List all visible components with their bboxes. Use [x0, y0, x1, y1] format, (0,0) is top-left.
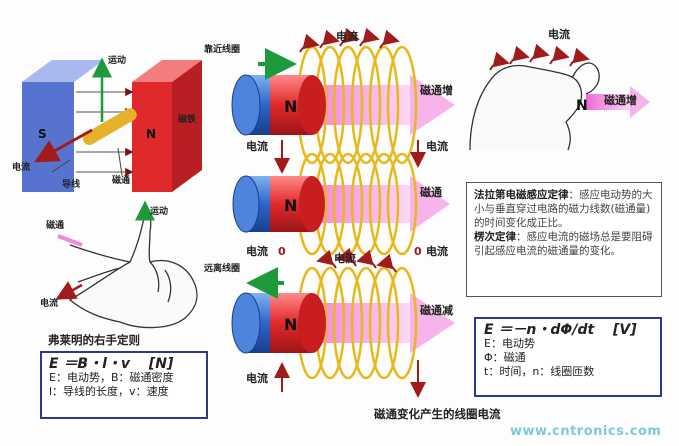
coil2-zero-right: 0 [414, 245, 422, 258]
coil1-current-left-label: 电流 [246, 139, 268, 153]
hand-current-label: 电流 [40, 297, 58, 309]
lenz-hand-drawing [469, 43, 650, 151]
hand-flux-arrow [57, 234, 83, 247]
formula-box-right: E ＝－n・dΦ/dt [V] E：电动势 Φ：磁通 t：时间，n：线圈匝数 [474, 317, 662, 397]
magnet-diagram [22, 57, 202, 192]
coil2-flux-label: 磁通 [420, 185, 442, 199]
formula-right-line4: t：时间，n：线圈匝数 [484, 365, 595, 378]
formula-right-line3: Φ：磁通 [484, 351, 526, 364]
south-pole-block [22, 82, 74, 192]
wire-label: 导线 [62, 178, 80, 190]
conductor-wire [82, 108, 137, 145]
coil2-current-left-label: 电流 [246, 244, 268, 258]
north-label: N [146, 127, 156, 141]
flux-static-arrow-head [410, 176, 450, 232]
lenz-flux-arrow-head [630, 86, 650, 118]
flux-label: 磁通 [112, 174, 130, 186]
coil2-zero-left: 0 [278, 245, 286, 258]
lenz-north-label: N [576, 98, 588, 114]
faraday-law-title: 法拉第电磁感应定律 [474, 189, 569, 201]
coil1-flux-label: 磁通增 [420, 83, 453, 97]
coil1-current-arrows [299, 27, 400, 53]
coil1-current-top-label: 电流 [336, 29, 358, 43]
coil-away [231, 247, 455, 398]
coil2-north-label: N [284, 196, 297, 215]
coil3-north-label: N [284, 315, 297, 334]
coil1-north-label: N [284, 97, 297, 116]
approach-label: 靠近线圈 [204, 43, 240, 55]
coil-static [232, 152, 450, 256]
formula-right-line2: E：电动势 [484, 337, 535, 350]
hand-current-arrow [55, 281, 83, 300]
coil3-current-bottom-label: 电流 [246, 371, 268, 385]
south-label: S [38, 127, 47, 141]
lenz-law-text: ：感应电流的磁场总是要阻碍引起感应电流的磁通量的变化。 [474, 231, 653, 257]
lenz-current-label: 电流 [548, 27, 570, 41]
coil3-flux-label: 磁通减 [420, 303, 453, 317]
formula-box-left: E ＝B・l・v [N] E：电动势，B：磁通密度 l：导线的长度，v：速度 [40, 351, 208, 419]
away-label: 远离线圈 [204, 262, 240, 274]
coil2-current-right-label: 电流 [426, 244, 448, 258]
magnet-label: 磁铁 [178, 113, 196, 125]
hand-flux-label: 磁通 [46, 219, 64, 231]
hand-motion-label: 运动 [150, 206, 168, 217]
bottom-caption: 磁通变化产生的线圈电流 [374, 407, 501, 421]
formula-left-line3: l：导线的长度，v：速度 [49, 385, 169, 398]
lenz-flux-arrow-body [586, 94, 630, 110]
watermark: www.cntronics.com [510, 424, 662, 439]
current-arrow [34, 128, 93, 163]
formula-left-line1: E ＝B・l・v [N] [49, 356, 174, 372]
right-hand-rule-drawing [68, 213, 198, 329]
coil3-current-top-label: 电流 [334, 251, 356, 265]
coil1-current-right-label: 电流 [426, 139, 448, 153]
lenz-flux-label: 磁通增 [604, 93, 637, 107]
law-box: 法拉第电磁感应定律：感应电动势的大小与垂直穿过电路的磁力线数(磁通量)的时间变化… [466, 182, 662, 297]
coil3-current-arrows [316, 247, 397, 273]
lenz-current-arrows [489, 43, 590, 71]
coil-approach [231, 27, 455, 174]
north-pole-block [132, 82, 172, 192]
flux-decrease-arrow-head [410, 293, 455, 353]
lenz-law-title: 楞次定律 [474, 231, 516, 243]
flux-increase-arrow-head [410, 75, 455, 135]
hand-rule-title: 弗莱明的右手定则 [48, 333, 140, 347]
motion-label: 运动 [108, 55, 126, 66]
faraday-law-text: ：感应电动势的大小与垂直穿过电路的磁力线数(磁通量)的时间变化成正比。 [474, 189, 653, 229]
formula-right-line1: E ＝－n・dΦ/dt [V] [484, 322, 637, 338]
current-label: 电流 [12, 161, 30, 173]
formula-left-line2: E：电动势，B：磁通密度 [49, 371, 174, 384]
